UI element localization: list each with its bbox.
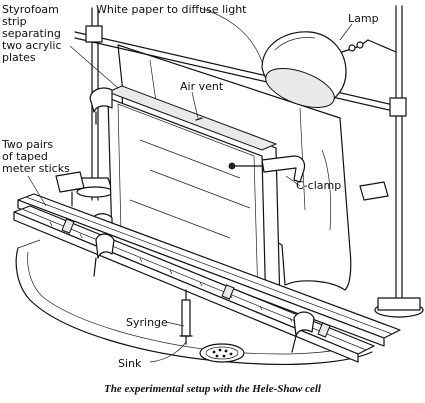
c-clamp-upper-right [228,155,306,183]
syringe [179,289,193,345]
label-c-clamp: C-clamp [296,179,341,192]
labels: Styrofoam strip separating two acrylic p… [1,3,379,370]
hele-shaw-cell [106,85,281,313]
top-crossbar [74,25,407,117]
label-styrofoam-line3: separating [2,27,61,40]
lamp [261,31,397,108]
label-taped-sticks-line3: meter sticks [2,162,70,175]
stick-clamp-left [55,171,115,277]
label-taped-sticks-line2: of taped [2,150,48,163]
label-sink: Sink [118,357,142,370]
figure-caption: The experimental setup with the Hele-Sha… [104,383,321,395]
label-styrofoam-line4: two acrylic [2,39,62,52]
label-white-paper: White paper to diffuse light [96,3,247,16]
leader-lines [27,7,353,363]
label-styrofoam-line5: plates [2,51,36,64]
label-styrofoam-line1: Styrofoam [2,3,59,16]
support-stand-right [374,5,424,318]
label-air-vent: Air vent [180,80,224,93]
label-taped-sticks-line1: Two pairs [1,138,53,151]
stick-clamp-right [291,181,389,353]
c-clamp-upper-left [89,87,113,125]
sink-drain [199,343,245,363]
label-lamp: Lamp [348,12,379,25]
label-syringe: Syringe [126,316,168,329]
label-styrofoam-line2: strip [2,15,27,28]
sink [15,239,373,365]
